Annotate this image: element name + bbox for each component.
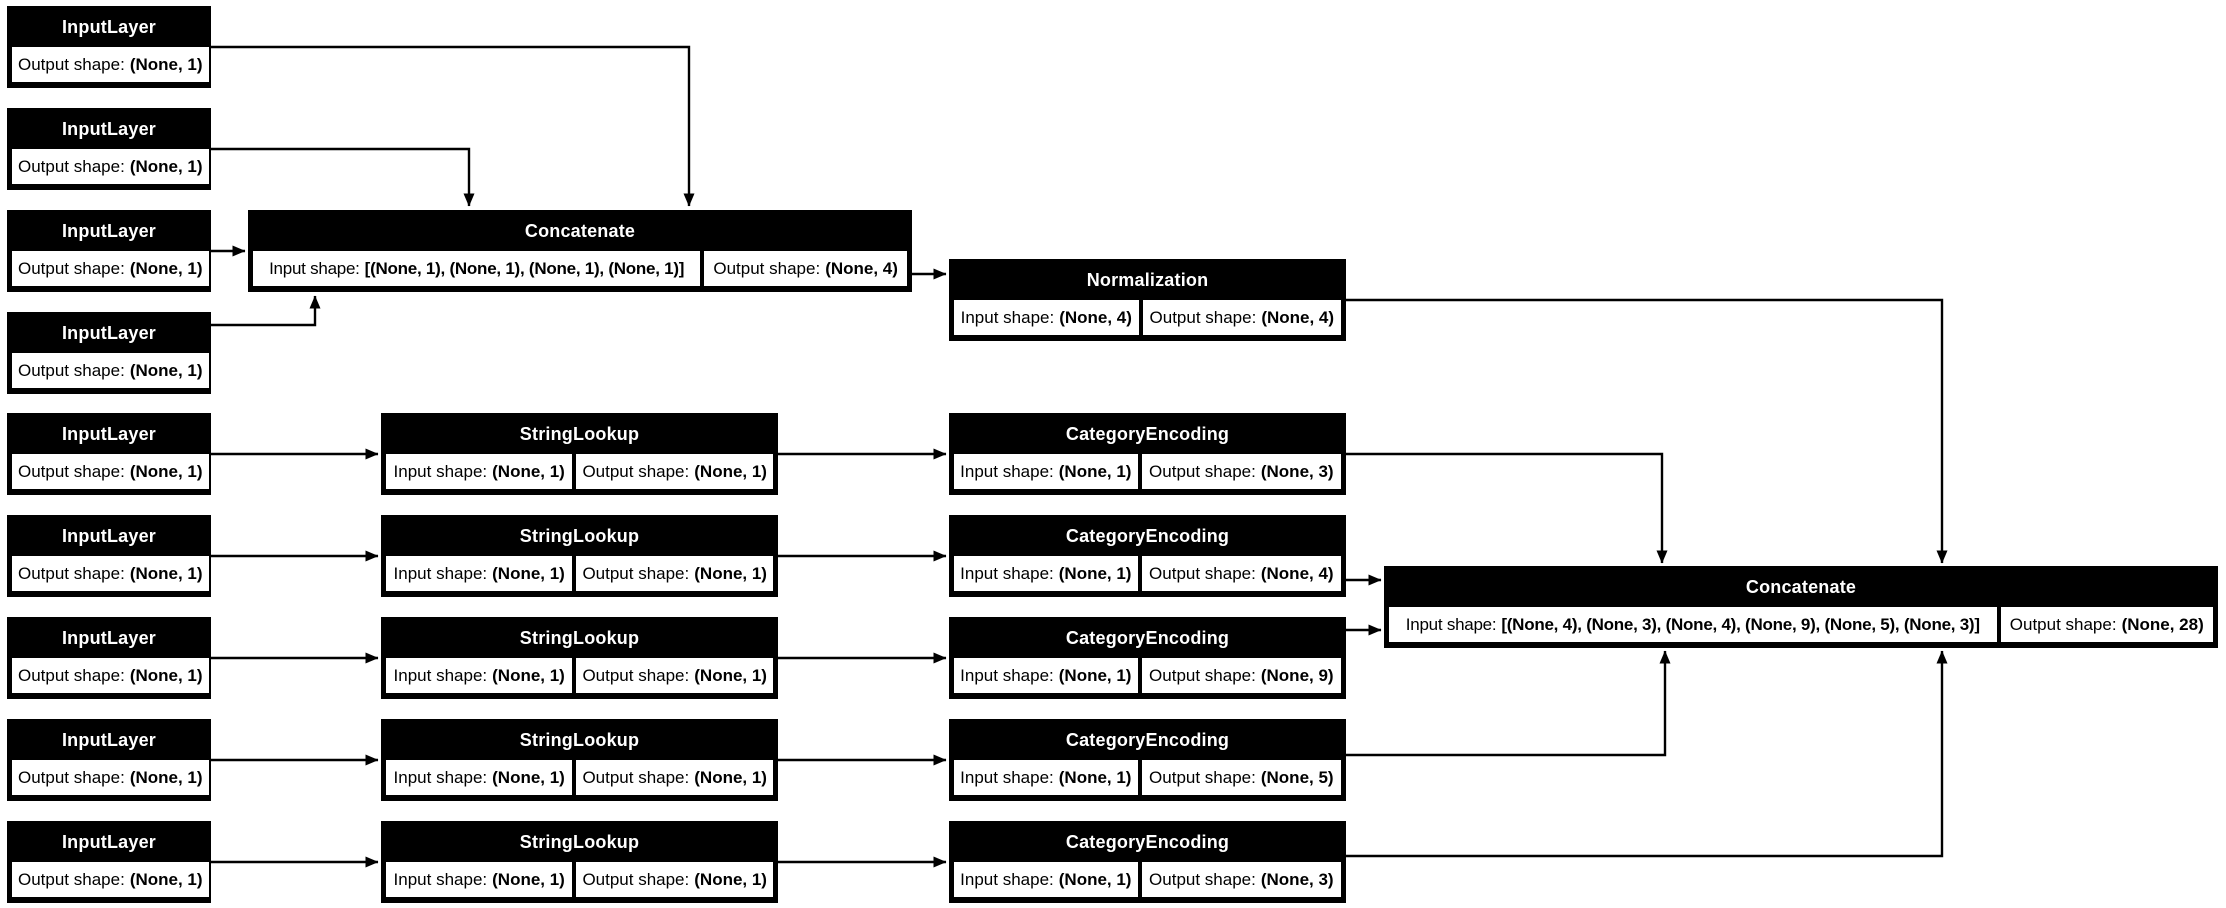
node-category-encoding-5: CategoryEncoding Input shape:(None, 1) O…	[949, 821, 1346, 903]
node-concatenate-2: Concatenate Input shape:[(None, 4), (Non…	[1384, 566, 2218, 648]
node-title: Concatenate	[1745, 577, 1857, 597]
node-title: InputLayer	[61, 17, 156, 37]
node-category-encoding-4: CategoryEncoding Input shape:(None, 1) O…	[949, 719, 1346, 801]
input-shape-cell: Input shape:[(None, 4), (None, 3), (None…	[1389, 607, 1997, 642]
node-concatenate-1: Concatenate Input shape:[(None, 1), (Non…	[248, 210, 912, 292]
node-title: InputLayer	[61, 526, 156, 546]
node-title: InputLayer	[61, 323, 156, 343]
node-input-layer-8: InputLayer Output shape:(None, 1)	[7, 719, 211, 801]
node-title: InputLayer	[61, 730, 156, 750]
node-title: InputLayer	[61, 119, 156, 139]
node-title: StringLookup	[519, 832, 640, 852]
node-normalization: Normalization Input shape:(None, 4) Outp…	[949, 259, 1346, 341]
output-shape-cell: Output shape:(None, 4)	[704, 251, 907, 286]
input-shape-cell: Input shape:(None, 4)	[954, 300, 1139, 335]
output-shape-cell: Output shape:(None, 1)	[12, 454, 209, 489]
node-title: Normalization	[1086, 270, 1209, 290]
output-shape-cell: Output shape:(None, 1)	[12, 47, 209, 82]
output-shape-cell: Output shape:(None, 1)	[576, 760, 773, 795]
node-input-layer-4: InputLayer Output shape:(None, 1)	[7, 312, 211, 394]
input-shape-cell: Input shape:(None, 1)	[954, 556, 1138, 591]
output-shape-cell: Output shape:(None, 1)	[576, 862, 773, 897]
node-title: CategoryEncoding	[1065, 730, 1230, 750]
output-shape-cell: Output shape:(None, 1)	[12, 556, 209, 591]
input-shape-cell: Input shape:(None, 1)	[386, 862, 573, 897]
node-title: CategoryEncoding	[1065, 526, 1230, 546]
output-shape-cell: Output shape:(None, 3)	[1141, 454, 1341, 489]
edge-catenc5-concat2	[1346, 650, 1948, 858]
node-string-lookup-1: StringLookup Input shape:(None, 1) Outpu…	[381, 413, 778, 495]
edge-catenc4-concat2	[1346, 650, 1671, 757]
output-shape-cell: Output shape:(None, 1)	[12, 353, 209, 388]
node-title: CategoryEncoding	[1065, 628, 1230, 648]
node-input-layer-2: InputLayer Output shape:(None, 1)	[7, 108, 211, 190]
edge-input1-concat1	[211, 45, 695, 207]
output-shape-cell: Output shape:(None, 1)	[12, 658, 209, 693]
edge-normalization-concat2	[1346, 298, 1948, 564]
node-title: InputLayer	[61, 832, 156, 852]
node-title: StringLookup	[519, 730, 640, 750]
node-title: StringLookup	[519, 526, 640, 546]
output-shape-cell: Output shape:(None, 1)	[12, 862, 209, 897]
node-string-lookup-4: StringLookup Input shape:(None, 1) Outpu…	[381, 719, 778, 801]
input-shape-cell: Input shape:(None, 1)	[386, 760, 573, 795]
output-shape-cell: Output shape:(None, 5)	[1141, 760, 1341, 795]
node-input-layer-7: InputLayer Output shape:(None, 1)	[7, 617, 211, 699]
node-input-layer-5: InputLayer Output shape:(None, 1)	[7, 413, 211, 495]
output-shape-cell: Output shape:(None, 1)	[12, 760, 209, 795]
node-title: InputLayer	[61, 628, 156, 648]
node-input-layer-9: InputLayer Output shape:(None, 1)	[7, 821, 211, 903]
input-shape-cell: Input shape:(None, 1)	[954, 658, 1138, 693]
output-shape-cell: Output shape:(None, 1)	[12, 149, 209, 184]
node-title: StringLookup	[519, 424, 640, 444]
input-shape-cell: Input shape:(None, 1)	[954, 454, 1138, 489]
node-title: CategoryEncoding	[1065, 424, 1230, 444]
output-shape-cell: Output shape:(None, 1)	[576, 454, 773, 489]
node-category-encoding-2: CategoryEncoding Input shape:(None, 1) O…	[949, 515, 1346, 597]
node-category-encoding-1: CategoryEncoding Input shape:(None, 1) O…	[949, 413, 1346, 495]
output-shape-cell: Output shape:(None, 3)	[1141, 862, 1341, 897]
input-shape-cell: Input shape:[(None, 1), (None, 1), (None…	[253, 251, 701, 286]
node-input-layer-1: InputLayer Output shape:(None, 1)	[7, 6, 211, 88]
node-title: StringLookup	[519, 628, 640, 648]
output-shape-cell: Output shape:(None, 9)	[1141, 658, 1341, 693]
node-title: Concatenate	[524, 221, 636, 241]
node-input-layer-6: InputLayer Output shape:(None, 1)	[7, 515, 211, 597]
node-string-lookup-2: StringLookup Input shape:(None, 1) Outpu…	[381, 515, 778, 597]
output-shape-cell: Output shape:(None, 1)	[12, 251, 209, 286]
output-shape-cell: Output shape:(None, 1)	[576, 556, 773, 591]
output-shape-cell: Output shape:(None, 4)	[1142, 300, 1341, 335]
input-shape-cell: Input shape:(None, 1)	[386, 556, 573, 591]
input-shape-cell: Input shape:(None, 1)	[386, 454, 573, 489]
output-shape-cell: Output shape:(None, 4)	[1141, 556, 1341, 591]
node-string-lookup-3: StringLookup Input shape:(None, 1) Outpu…	[381, 617, 778, 699]
node-category-encoding-3: CategoryEncoding Input shape:(None, 1) O…	[949, 617, 1346, 699]
input-shape-cell: Input shape:(None, 1)	[954, 862, 1138, 897]
input-shape-cell: Input shape:(None, 1)	[386, 658, 573, 693]
node-title: CategoryEncoding	[1065, 832, 1230, 852]
output-shape-cell: Output shape:(None, 1)	[576, 658, 773, 693]
node-title: InputLayer	[61, 424, 156, 444]
node-input-layer-3: InputLayer Output shape:(None, 1)	[7, 210, 211, 292]
node-title: InputLayer	[61, 221, 156, 241]
input-shape-cell: Input shape:(None, 1)	[954, 760, 1138, 795]
edge-input4-concat1	[211, 295, 321, 327]
output-shape-cell: Output shape:(None, 28)	[2000, 607, 2213, 642]
node-string-lookup-5: StringLookup Input shape:(None, 1) Outpu…	[381, 821, 778, 903]
edge-catenc1-concat2	[1346, 452, 1668, 564]
edge-input2-concat1	[211, 147, 475, 207]
